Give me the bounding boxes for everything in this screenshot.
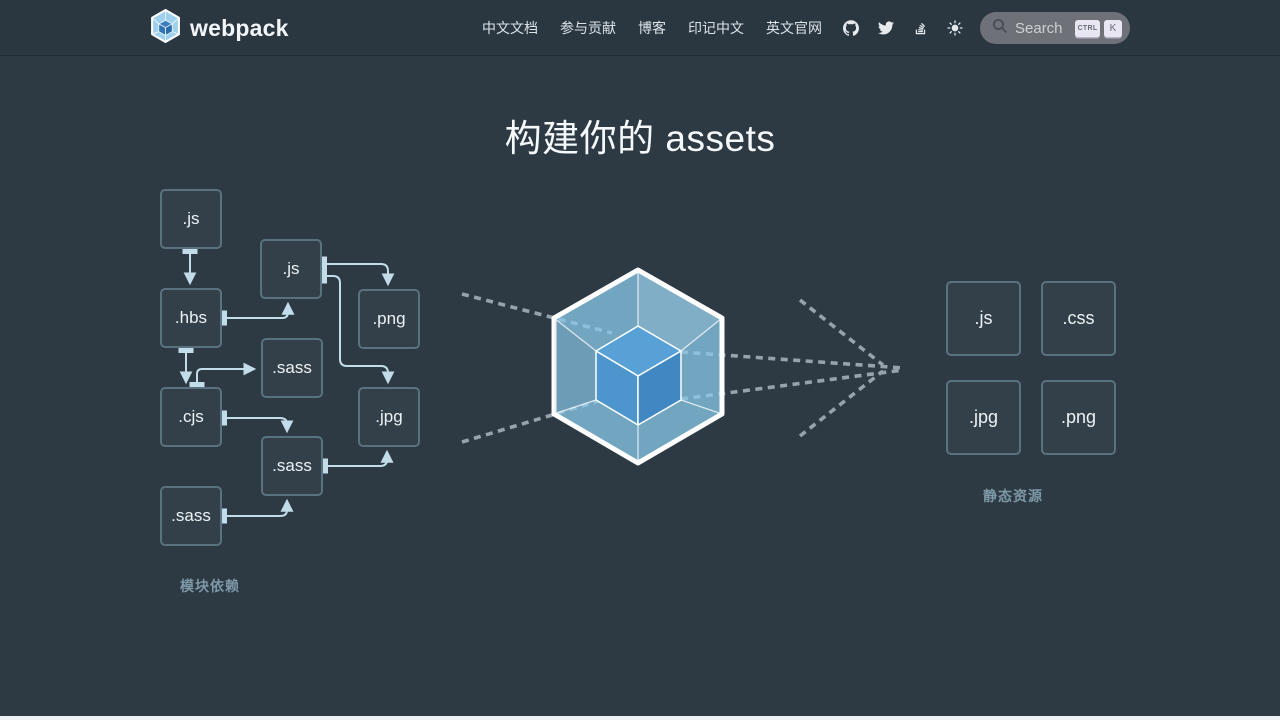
header: webpack 中文文档 参与贡献 博客 印记中文 英文官网 (0, 0, 1280, 56)
module-box-js-1: .js (160, 189, 222, 249)
module-box-sass-3: .sass (261, 436, 323, 496)
next-section-edge (0, 716, 1280, 720)
ctrl-key-badge: CTRL (1075, 19, 1100, 37)
asset-box-jpg: .jpg (946, 380, 1021, 455)
nav-link-contribute[interactable]: 参与贡献 (560, 20, 616, 36)
dependency-arrows (178, 248, 395, 524)
github-icon[interactable] (843, 20, 859, 36)
header-container: webpack 中文文档 参与贡献 博客 印记中文 英文官网 (150, 0, 1130, 56)
hero-section: 构建你的 assets (0, 56, 1280, 608)
webpack-logo-icon (150, 8, 181, 48)
search-input[interactable]: Search CTRL K (980, 12, 1130, 44)
module-box-label: .sass (171, 506, 211, 525)
search-icon (991, 17, 1008, 39)
module-box-label: .png (372, 309, 406, 328)
module-box-label: .hbs (174, 308, 208, 327)
stackoverflow-icon[interactable] (913, 20, 928, 36)
brand-name: webpack (190, 14, 289, 41)
asset-box-png: .png (1041, 380, 1116, 455)
diagram-graphics (178, 248, 904, 524)
module-box-label: .sass (272, 456, 312, 475)
asset-box-css: .css (1041, 281, 1116, 356)
page-title: 构建你的 assets (504, 118, 776, 159)
brand-logo[interactable]: webpack (150, 8, 289, 48)
module-box-jpg: .jpg (358, 387, 420, 447)
nav-link-english-site[interactable]: 英文官网 (766, 20, 822, 36)
k-key-badge: K (1104, 19, 1122, 37)
asset-box-js: .js (946, 281, 1021, 356)
assets-caption: 静态资源 (983, 488, 1043, 504)
module-box-label: .cjs (178, 407, 204, 426)
nav-link-docschina[interactable]: 印记中文 (688, 20, 744, 36)
module-box-label: .sass (272, 358, 312, 377)
search-placeholder: Search (1015, 19, 1063, 37)
module-box-hbs: .hbs (160, 288, 222, 348)
module-box-label: .js (282, 259, 300, 278)
module-box-png: .png (358, 289, 420, 349)
module-box-label: .jpg (375, 407, 403, 426)
asset-box-label: .css (1062, 308, 1095, 328)
social-icons (843, 20, 963, 36)
module-box-sass-2: .sass (261, 338, 323, 398)
asset-box-label: .png (1060, 407, 1097, 427)
nav-link-blog[interactable]: 博客 (638, 20, 666, 36)
webpack-cube-logo (551, 267, 725, 466)
module-box-cjs: .cjs (160, 387, 222, 447)
main-nav: 中文文档 参与贡献 博客 印记中文 英文官网 (482, 18, 822, 38)
nav-link-docs[interactable]: 中文文档 (482, 20, 538, 36)
module-box-sass-1: .sass (160, 486, 222, 546)
modules-caption: 模块依赖 (180, 578, 240, 594)
build-assets-diagram: .js .hbs .cjs .sass .js .sass .sass .png… (0, 178, 1280, 608)
module-box-label: .js (182, 209, 200, 228)
twitter-icon[interactable] (878, 21, 894, 35)
asset-box-label: .js (974, 308, 993, 328)
theme-sun-icon[interactable] (947, 20, 963, 36)
asset-box-label: .jpg (968, 407, 999, 427)
module-box-js-2: .js (260, 239, 322, 299)
